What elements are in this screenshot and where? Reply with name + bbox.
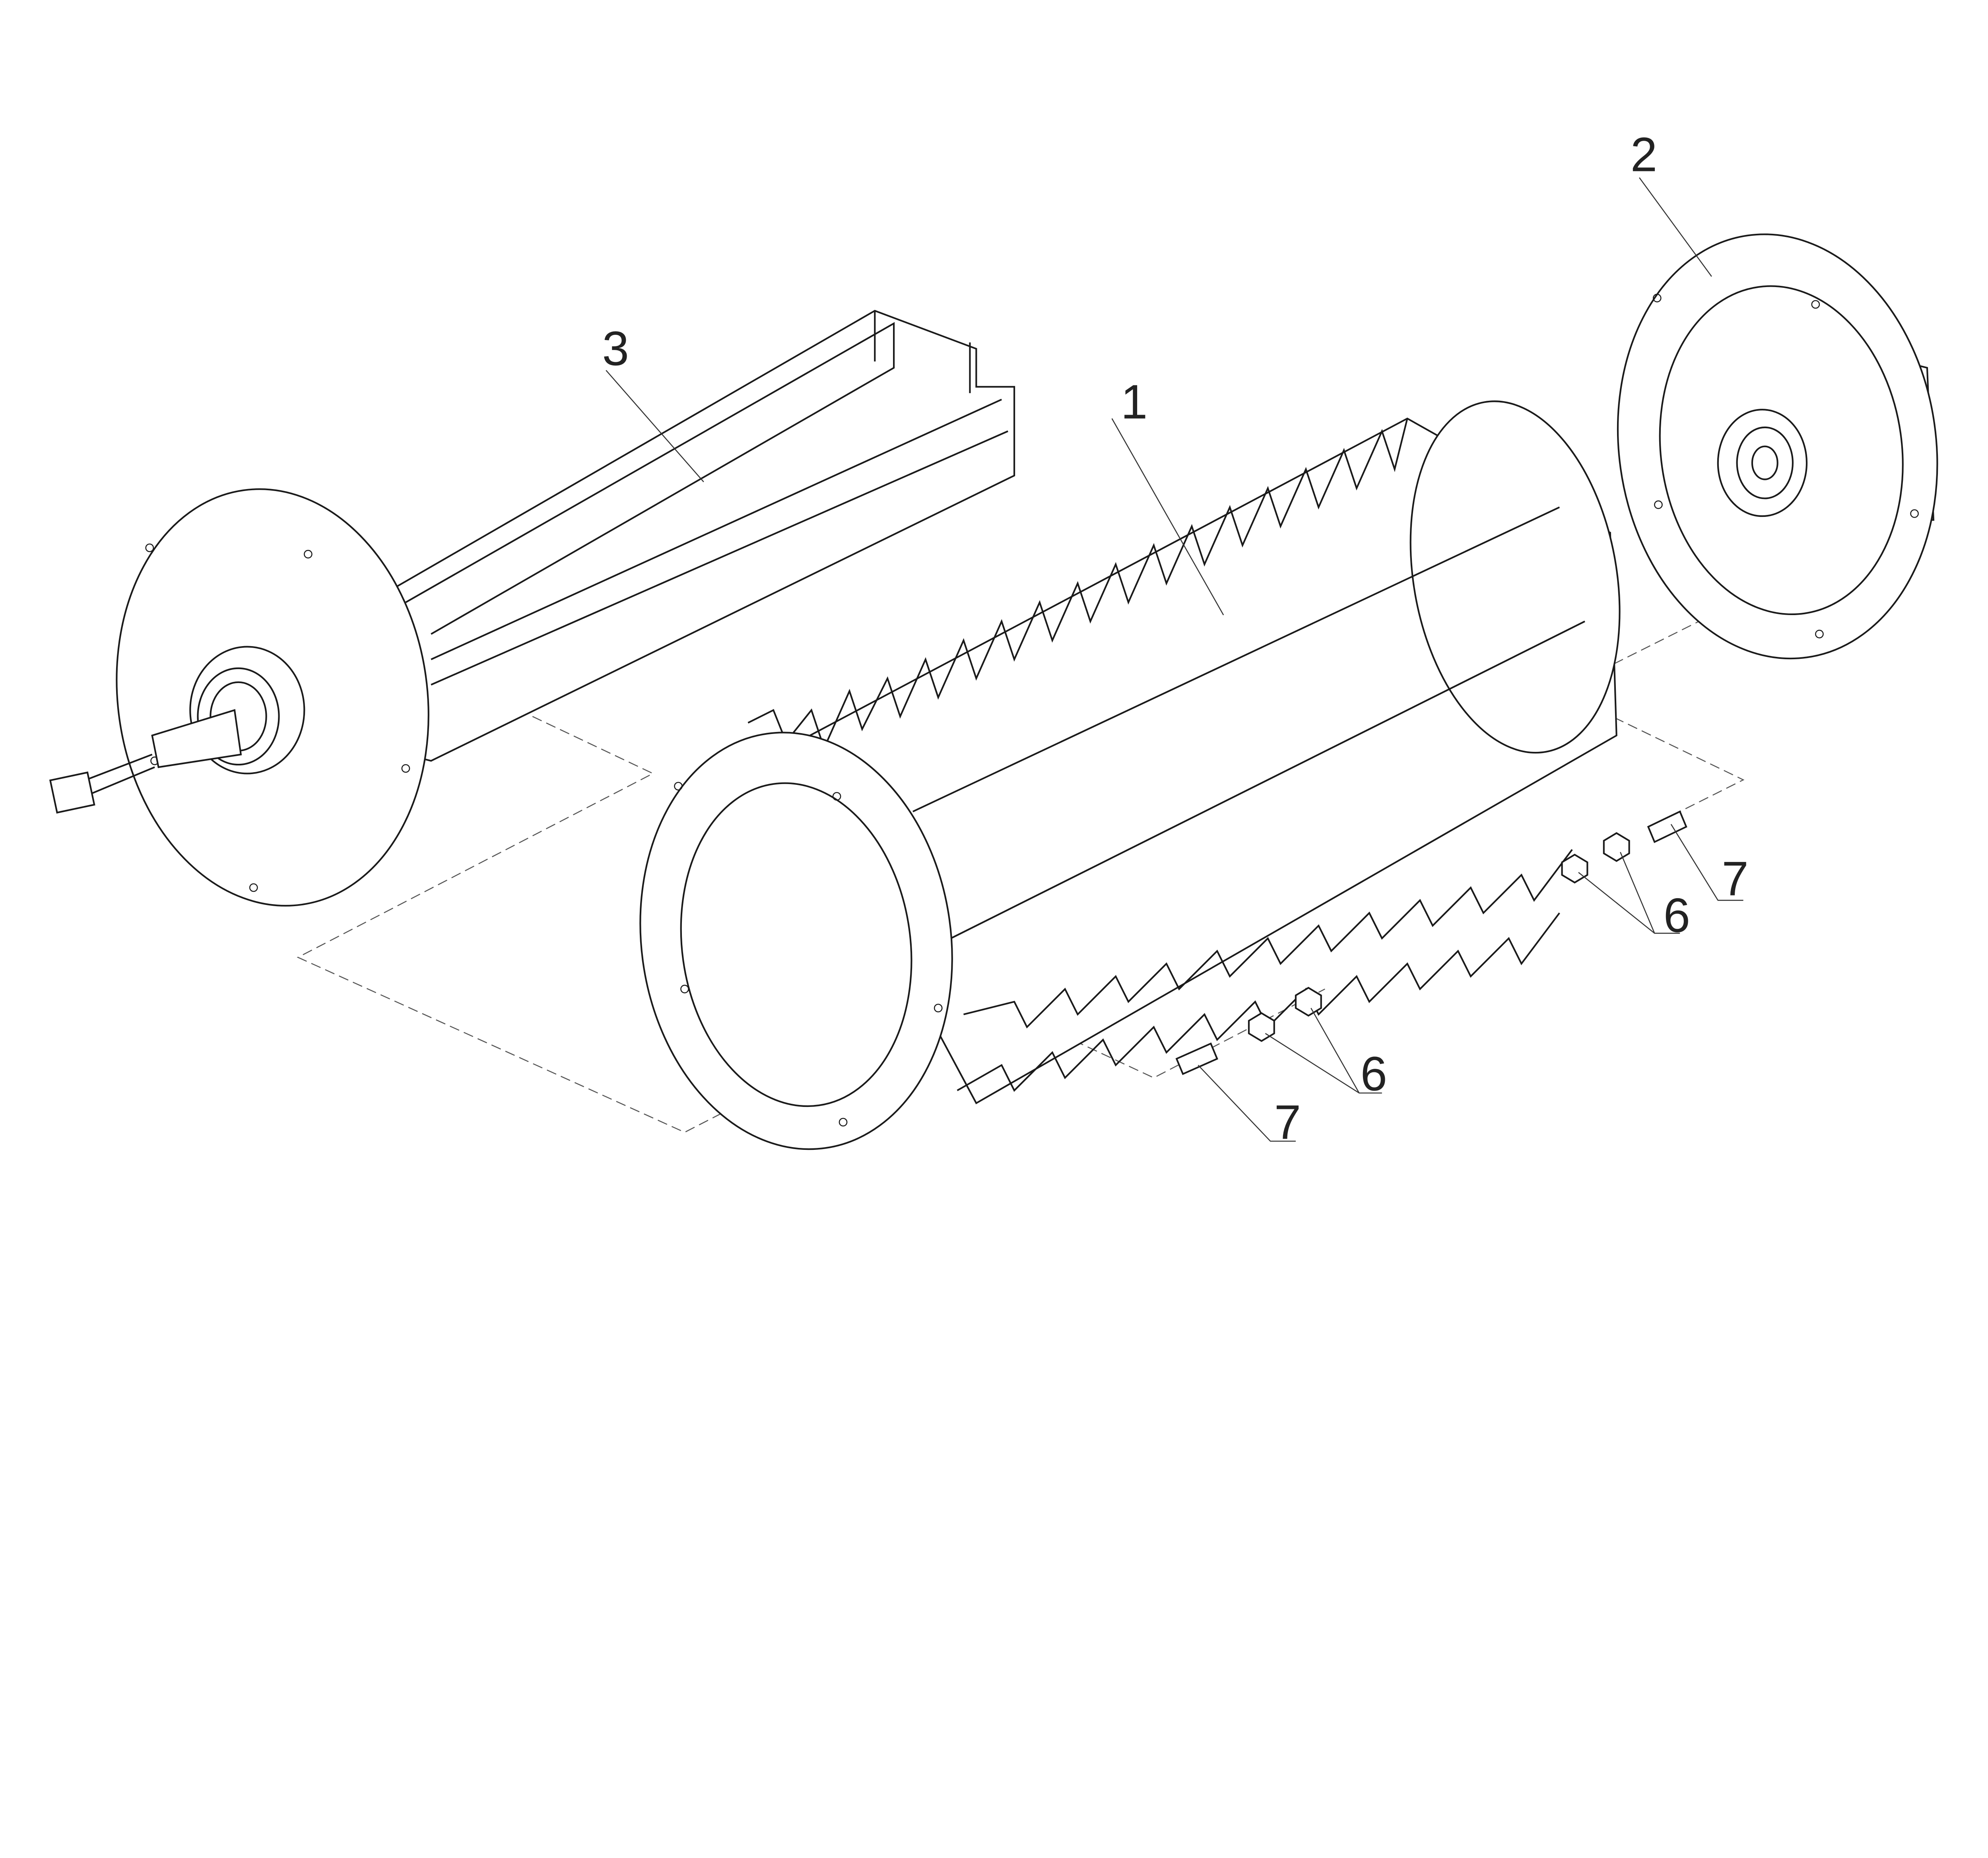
- part-2-end-plate: [1617, 233, 1938, 660]
- callout-6-right: 6: [1664, 888, 1690, 942]
- nut: [1295, 986, 1322, 1017]
- connector-plug: [49, 771, 95, 814]
- callout-6-lower: 6: [1361, 1047, 1387, 1101]
- pin: [1175, 1042, 1218, 1075]
- callout-7-right: 7: [1722, 852, 1748, 906]
- pin: [1647, 810, 1687, 843]
- exploded-assembly-drawing: 1 2 3 6 7 6 7: [49, 128, 1938, 1150]
- callout-2: 2: [1631, 128, 1657, 182]
- leader-lines: [606, 177, 1743, 1142]
- nut: [1603, 832, 1630, 862]
- callout-7-lower: 7: [1274, 1095, 1301, 1149]
- nut: [1561, 854, 1588, 884]
- callouts: 1 2 3 6 7 6 7: [602, 128, 1749, 1149]
- callout-1: 1: [1121, 375, 1147, 429]
- nut: [1248, 1012, 1275, 1042]
- callout-3: 3: [602, 322, 629, 376]
- part-3-shaft-assembly: [49, 310, 1015, 907]
- part-1-rotor-cylinder: [639, 400, 1621, 1150]
- fasteners: [1175, 810, 1687, 1075]
